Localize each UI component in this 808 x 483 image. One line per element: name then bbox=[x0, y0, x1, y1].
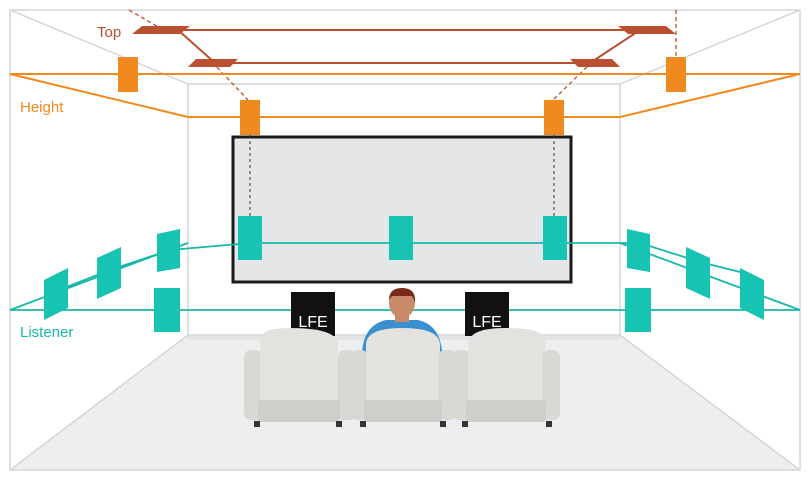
height-layer: Height bbox=[9, 57, 801, 135]
front-left-speaker bbox=[238, 216, 262, 260]
height-speaker-cr bbox=[544, 100, 564, 135]
top-speaker-fl bbox=[132, 26, 190, 34]
top-layer: Top bbox=[97, 9, 677, 101]
room-edge-tr bbox=[619, 9, 801, 85]
surround-speaker-left bbox=[154, 288, 180, 332]
subwoofer-right-label: LFE bbox=[472, 314, 501, 331]
height-line-front bbox=[9, 73, 801, 118]
height-layer-label: Height bbox=[20, 99, 64, 116]
room-outline bbox=[9, 9, 801, 471]
top-line-right-diag bbox=[589, 29, 641, 64]
top-speaker-fr bbox=[618, 26, 676, 34]
room-edge-br bbox=[619, 334, 801, 471]
side-speaker-l2 bbox=[97, 247, 121, 299]
top-drop-left-inner bbox=[211, 61, 249, 101]
listener-layer-label: Listener bbox=[20, 324, 73, 341]
room-edge-bl bbox=[9, 334, 189, 471]
center-speaker bbox=[389, 216, 413, 260]
theater-chair-center bbox=[350, 328, 456, 427]
projection-screen bbox=[231, 135, 573, 284]
top-speaker-rr bbox=[570, 59, 620, 67]
surround-speaker-right bbox=[625, 288, 651, 332]
top-drop-right-inner bbox=[552, 61, 593, 101]
side-speaker-r1 bbox=[627, 229, 650, 272]
front-right-speaker bbox=[543, 216, 567, 260]
theater-chair-right bbox=[452, 328, 560, 427]
side-speaker-l3 bbox=[44, 268, 68, 320]
side-speaker-l1 bbox=[157, 229, 180, 272]
top-drop-left-outer bbox=[128, 9, 161, 29]
side-speaker-r2 bbox=[686, 247, 710, 299]
height-speaker-fl bbox=[118, 57, 138, 92]
room-edge-tl bbox=[9, 9, 189, 85]
subwoofer-left-label: LFE bbox=[298, 314, 327, 331]
height-speaker-cl bbox=[240, 100, 260, 135]
side-speaker-r3 bbox=[740, 268, 764, 320]
top-layer-label: Top bbox=[97, 24, 121, 41]
height-speaker-fr bbox=[666, 57, 686, 92]
top-line-left-diag bbox=[177, 29, 216, 64]
